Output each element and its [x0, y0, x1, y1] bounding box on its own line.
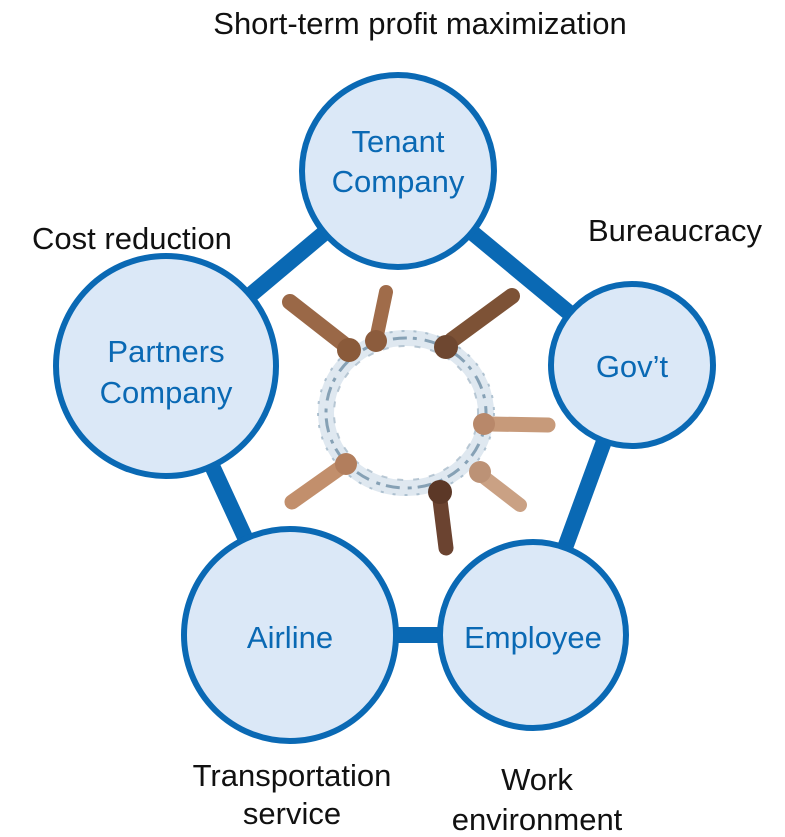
node-label: Gov’t	[596, 349, 669, 384]
node-employee: Employee	[437, 539, 629, 731]
node-label: Tenant	[351, 124, 444, 159]
stakeholder-nodes: TenantCompanyGov’tEmployeeAirlinePartner…	[53, 72, 716, 744]
node-circle	[53, 253, 279, 479]
stakeholder-goals: Short-term profit maximizationBureaucrac…	[32, 6, 762, 837]
node-airline: Airline	[181, 526, 399, 744]
arms	[282, 285, 556, 556]
goal-label-employee: Work	[501, 762, 573, 797]
goal-label-airline: service	[243, 796, 341, 831]
node-govt: Gov’t	[548, 281, 716, 449]
goal-label-govt: Bureaucracy	[588, 213, 763, 248]
node-label: Employee	[464, 620, 602, 655]
hands-water-ring-image	[282, 285, 556, 556]
goal-label-tenant: Short-term profit maximization	[213, 6, 626, 41]
goal-label-airline: Transportation	[193, 758, 392, 793]
node-circle	[548, 281, 716, 449]
node-circle	[299, 72, 497, 270]
node-label: Company	[100, 375, 233, 410]
goal-label-partners: Cost reduction	[32, 221, 232, 256]
water-ring	[317, 330, 495, 496]
node-label: Partners	[107, 334, 224, 369]
node-circle	[181, 526, 399, 744]
goal-label-employee: environment	[452, 802, 623, 837]
node-circle	[437, 539, 629, 731]
node-label: Airline	[247, 620, 333, 655]
node-label: Company	[332, 164, 465, 199]
